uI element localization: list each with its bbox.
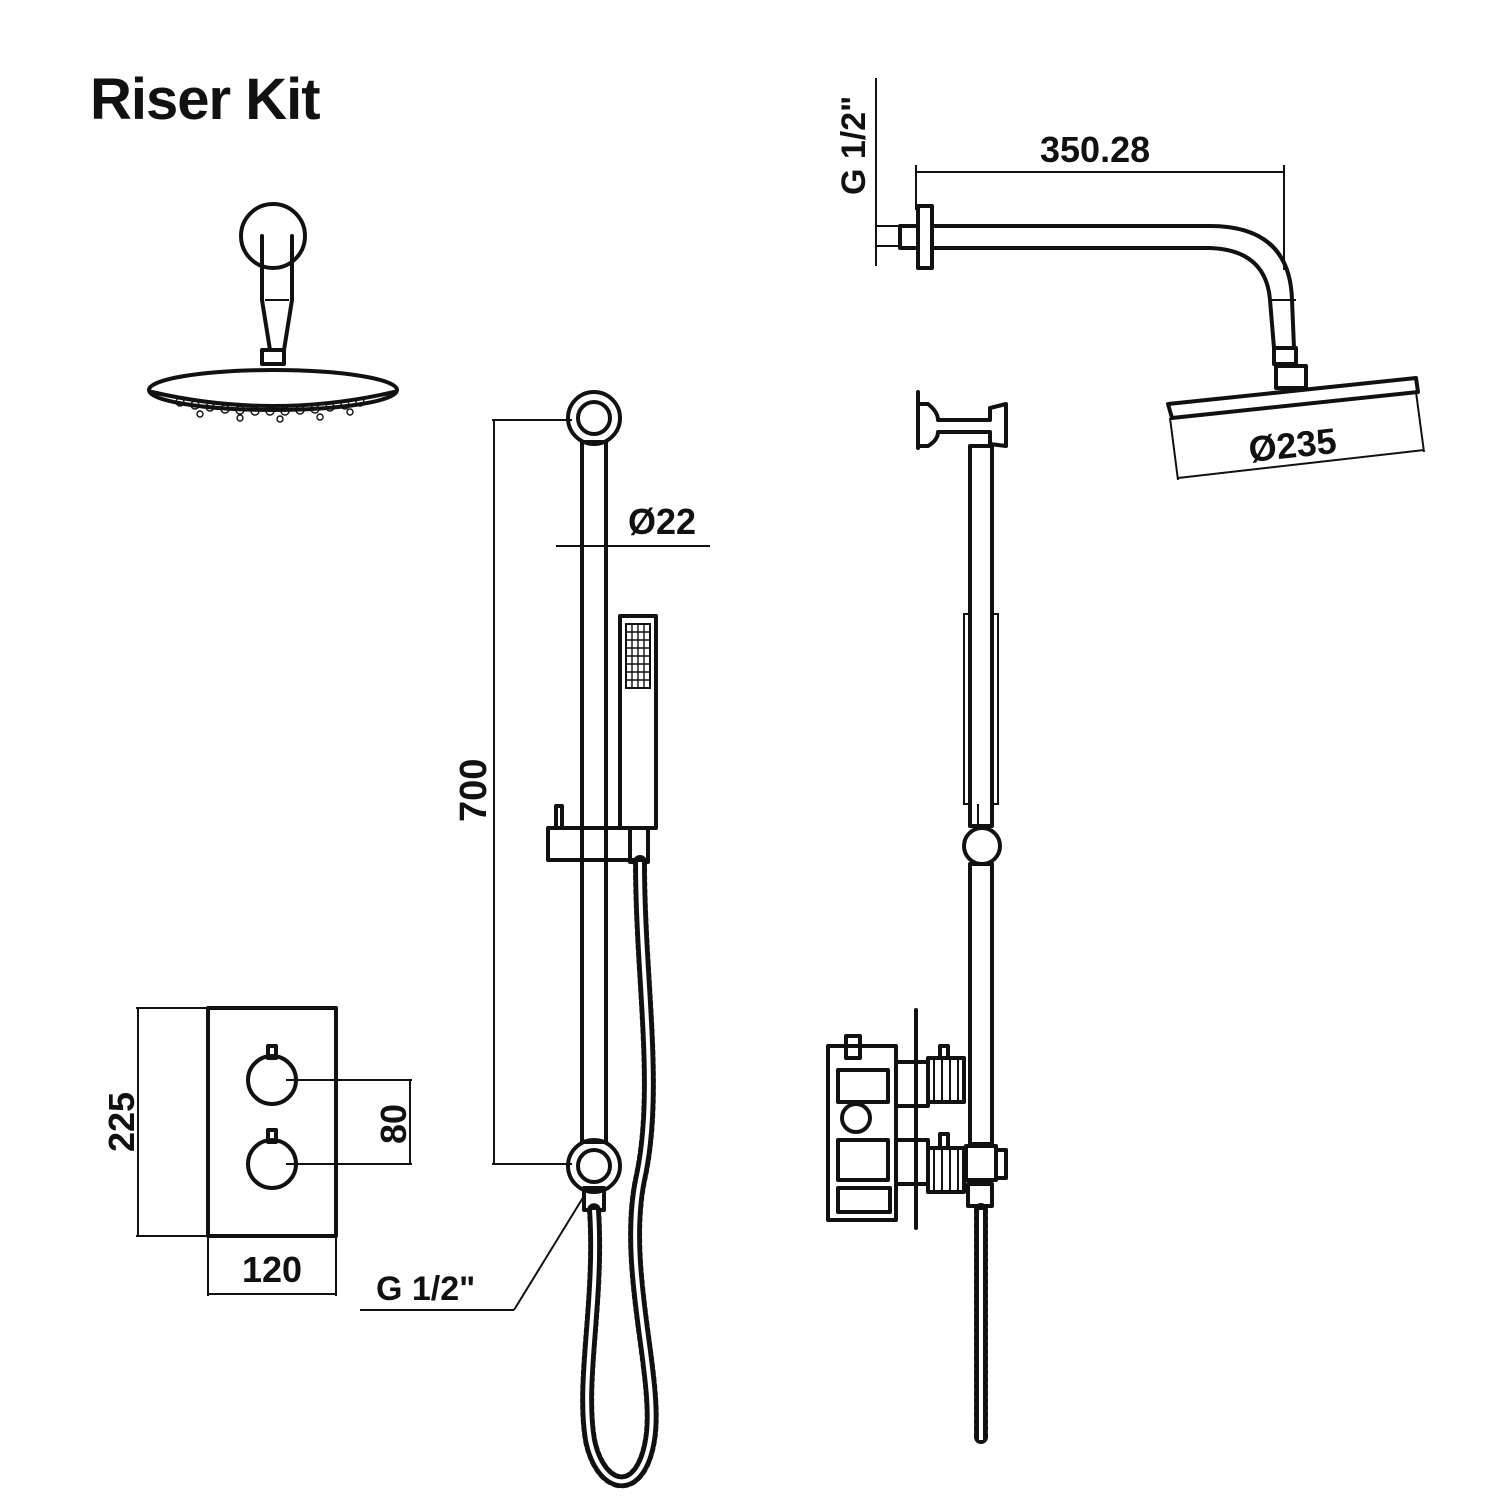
dim-head-diameter: Ø235 xyxy=(1247,420,1339,470)
dim-inlet-bottom: G 1/2" xyxy=(376,1270,475,1308)
shower-arm-side-view xyxy=(875,78,1425,481)
valve-plate-front-view xyxy=(136,1006,412,1296)
shower-head-perspective xyxy=(147,202,399,423)
dim-rail-diameter: Ø22 xyxy=(628,501,696,542)
dim-rail-length: 700 xyxy=(453,759,495,822)
page-title: Riser Kit xyxy=(90,67,321,132)
dim-inlet-top: G 1/2" xyxy=(835,96,873,195)
dim-arm-length: 350.28 xyxy=(1040,129,1150,170)
riser-rail-side-view xyxy=(826,390,1008,1447)
dim-valve-width: 120 xyxy=(242,1249,302,1290)
valve-body-side xyxy=(826,1008,966,1230)
dim-valve-height: 225 xyxy=(101,1092,142,1152)
riser-rail-front-view xyxy=(360,390,710,1489)
dim-valve-centers: 80 xyxy=(373,1104,414,1144)
